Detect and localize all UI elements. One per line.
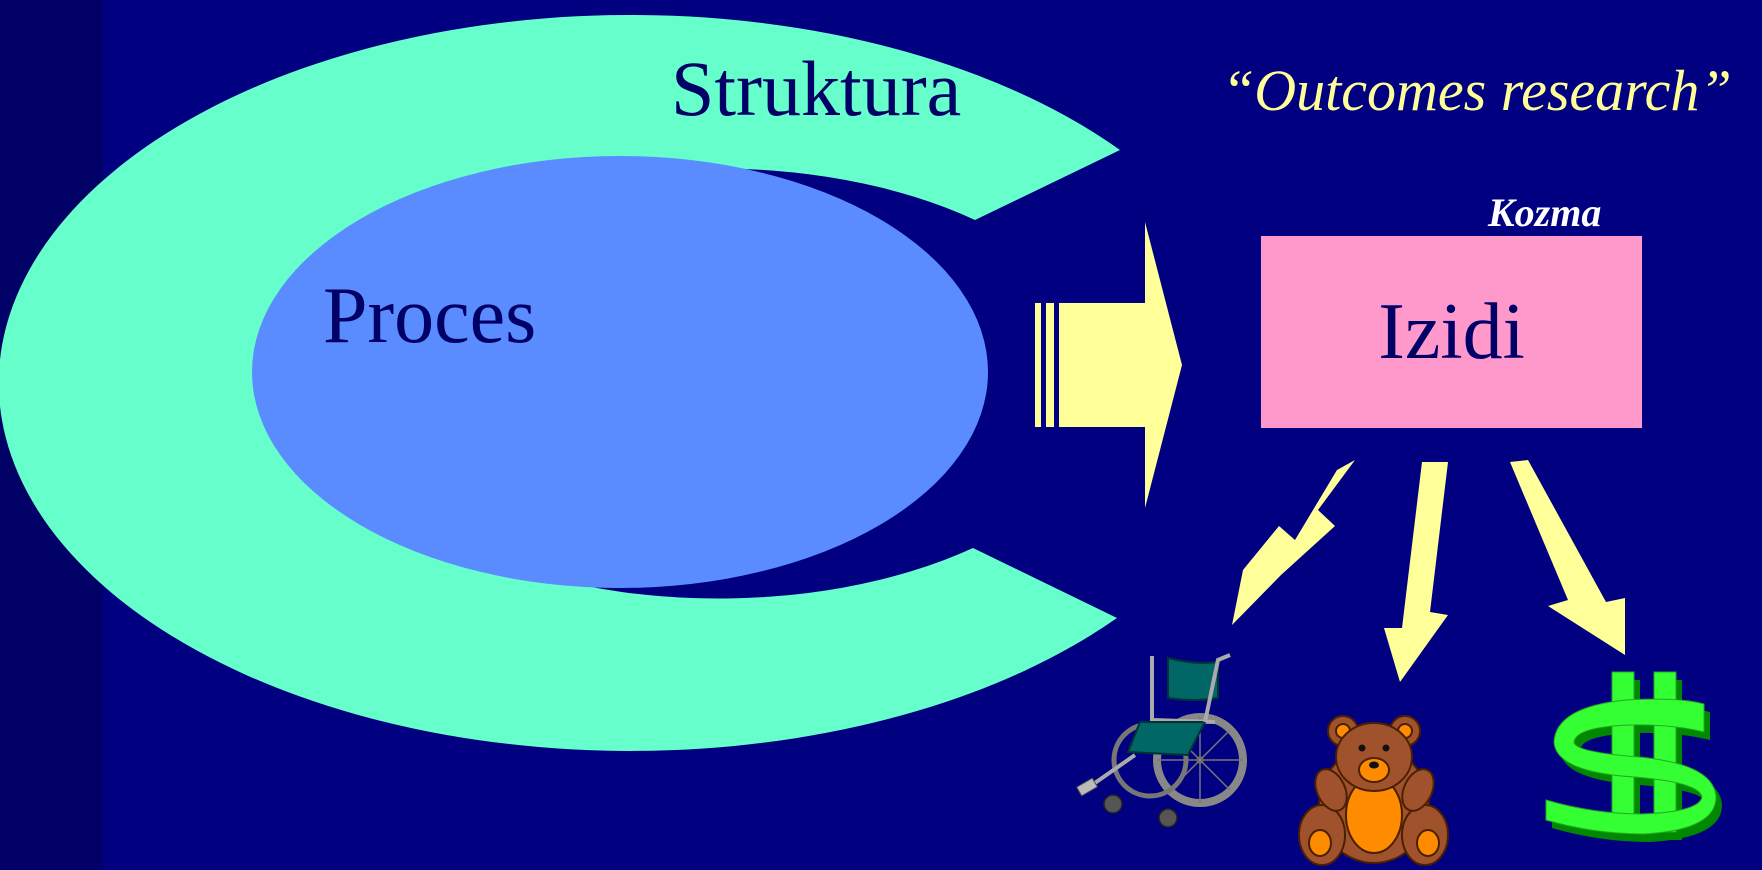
izidi-label: Izidi xyxy=(1378,288,1525,376)
proces-oval xyxy=(252,156,988,588)
arrow-to-teddy-bear xyxy=(1384,462,1448,682)
arrow-to-dollar-sign xyxy=(1510,460,1625,655)
arrow-to-wheelchair xyxy=(1232,460,1355,625)
wheelchair-icon xyxy=(1076,653,1247,828)
teddy-bear-icon xyxy=(1298,715,1449,866)
dollar-sign-icon xyxy=(1545,671,1722,842)
outcomes-research-heading: “Outcomes research” xyxy=(1222,58,1732,123)
struktura-ring xyxy=(0,14,1120,751)
struktura-label: Struktura xyxy=(671,45,962,132)
izidi-box: Izidi xyxy=(1261,236,1642,428)
main-arrow xyxy=(1035,222,1182,508)
author-label: Kozma xyxy=(1488,190,1602,235)
proces-label: Proces xyxy=(323,272,537,360)
